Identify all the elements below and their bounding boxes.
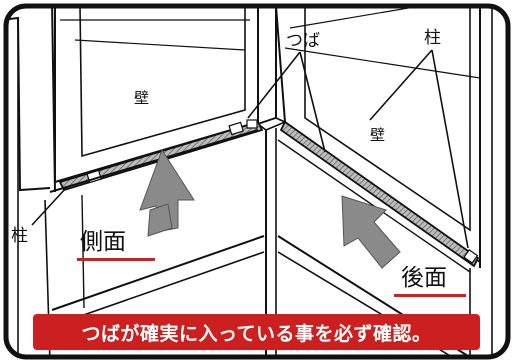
- back-up-arrow: [341, 195, 401, 269]
- leader-lines: [31, 49, 469, 249]
- wall-label-right: 壁: [370, 126, 386, 144]
- frame-border: [3, 3, 511, 360]
- side-underline: [77, 258, 155, 261]
- pillar-label-left: 柱: [11, 226, 28, 246]
- side-label: 側面: [80, 229, 126, 255]
- pillar-label-top: 柱: [424, 28, 441, 48]
- wall-label-left: 壁: [134, 89, 150, 107]
- side-up-arrow-tail: [147, 203, 173, 237]
- tsuba-strip-back: [279, 120, 480, 268]
- tsuba-label: つば: [286, 31, 320, 51]
- check-banner: つばが確実に入っている事を必ず確認。: [33, 314, 480, 350]
- check-banner-text: つばが確実に入っている事を必ず確認。: [81, 322, 432, 345]
- back-label: 後面: [401, 265, 447, 291]
- back-underline: [394, 294, 466, 297]
